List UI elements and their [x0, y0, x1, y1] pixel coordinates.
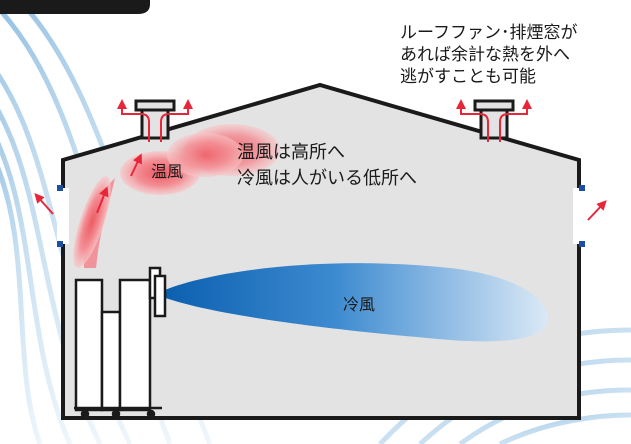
hot-air-label: 温風 [151, 162, 183, 181]
left-window-arrow-icon [34, 193, 54, 215]
roof-note-line-1: ルーフファン･排煙窓が [400, 23, 577, 43]
roof-note-line-2: あれば余計な熱を外へ [400, 45, 570, 65]
roof-note-line-3: 逃がすことも可能 [400, 67, 536, 87]
left-window-icon [57, 185, 69, 247]
right-window-arrow-icon [587, 200, 607, 221]
roof-fan-left-icon [134, 99, 176, 140]
hot-air-arrows [96, 153, 142, 214]
cold-air-label: 冷風 [343, 295, 375, 314]
cold-air-plume [160, 263, 548, 342]
flow-note-line-1: 温風は高所へ [237, 142, 345, 163]
flow-note-line-2: 冷風は人がいる低所へ [237, 168, 417, 189]
hot-air-plume [73, 124, 280, 268]
right-window-icon [573, 185, 585, 247]
exhaust-arrows [117, 99, 532, 142]
air-conditioner-unit-icon [74, 266, 167, 419]
roof-fan-right-icon [473, 99, 515, 140]
corner-tab [0, 0, 150, 14]
